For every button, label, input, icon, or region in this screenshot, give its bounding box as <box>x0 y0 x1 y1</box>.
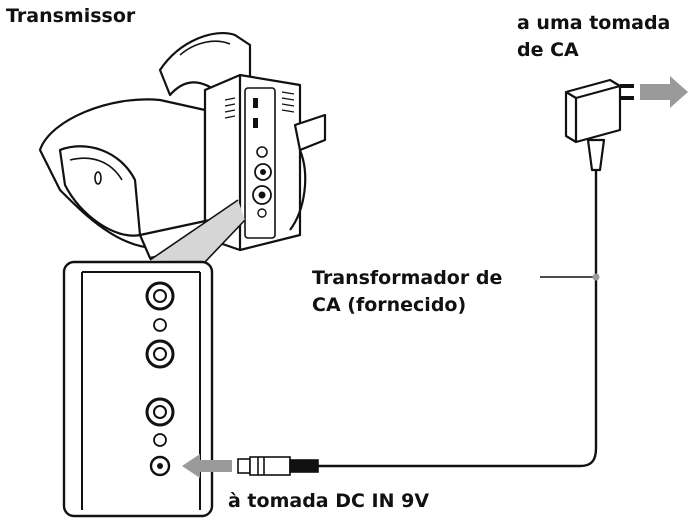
adapter-label-line1: Transformador de <box>312 267 503 289</box>
outlet-label-line2: de CA <box>517 39 579 61</box>
transmitter-label: Transmissor <box>6 5 136 27</box>
zoom-callout-lines <box>149 199 246 263</box>
dc-plug <box>237 456 319 476</box>
adapter-label: Transformador de CA (fornecido) <box>312 265 502 319</box>
jack-panel-detail <box>62 260 214 518</box>
adapter-cable <box>318 170 598 468</box>
dc-in-label: à tomada DC IN 9V <box>228 490 430 512</box>
ac-adapter <box>564 78 634 172</box>
adapter-label-line2: CA (fornecido) <box>312 294 467 316</box>
to-outlet-arrow <box>640 76 688 108</box>
outlet-label-line1: a uma tomada <box>517 12 671 34</box>
plug-in-arrow <box>182 454 232 478</box>
outlet-label: a uma tomada de CA <box>517 10 670 64</box>
transmitter-illustration <box>38 31 327 260</box>
